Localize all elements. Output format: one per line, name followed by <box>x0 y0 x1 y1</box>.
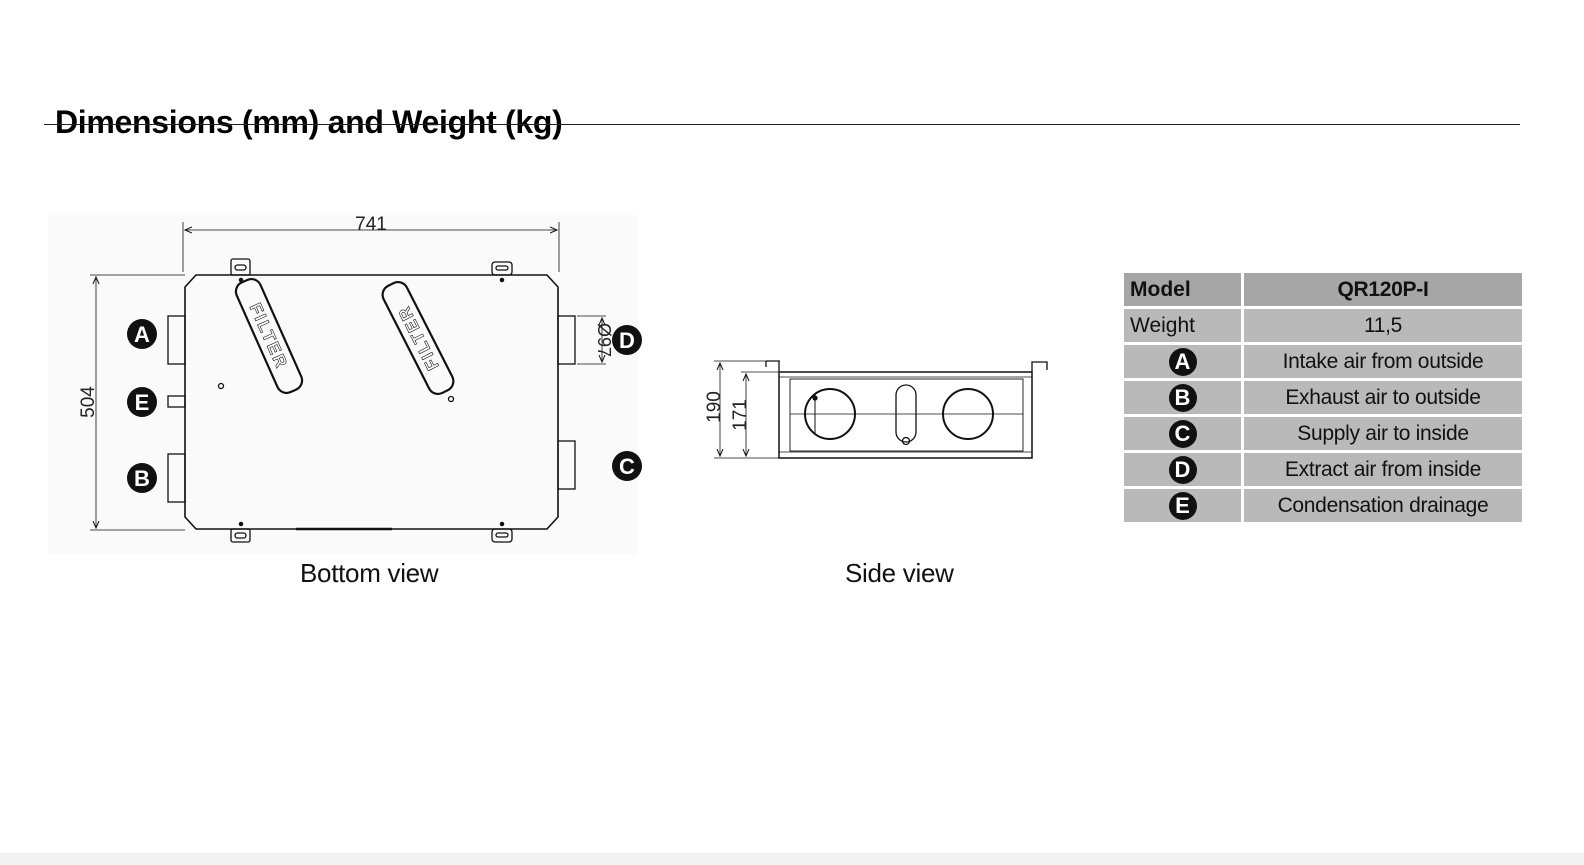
port-badge-a: A <box>1168 347 1197 376</box>
bottom-view-caption: Bottom view <box>300 558 439 588</box>
specification-table: Model QR120P-I Weight 11,5 A Intake air … <box>1121 270 1525 525</box>
side-duct-left <box>804 388 856 440</box>
weight-label: Weight <box>1121 306 1244 345</box>
weight-value: 11,5 <box>1241 306 1525 345</box>
filter-label-right: FILTER <box>394 302 443 373</box>
side-duct-right <box>942 388 994 440</box>
port-marker-a: A <box>127 319 157 349</box>
table-row-port-c: C Supply air to inside <box>1121 414 1525 453</box>
table-row-port-a: A Intake air from outside <box>1121 342 1525 381</box>
table-row-port-d: D Extract air from inside <box>1121 450 1525 489</box>
bottom-view-background <box>48 215 638 555</box>
port-badge-e: E <box>1168 491 1197 520</box>
table-row-weight: Weight 11,5 <box>1121 306 1525 345</box>
height-dimension-label: 504 <box>78 386 99 418</box>
bottom-view-drawing: FILTER FILTER <box>90 222 606 543</box>
model-value: QR120P-I <box>1241 270 1525 309</box>
port-marker-c: C <box>612 451 642 481</box>
port-letter-a: A <box>134 322 150 347</box>
filter-left: FILTER <box>234 278 304 394</box>
port-description-c: Supply air to inside <box>1241 414 1525 453</box>
width-dimension-label: 741 <box>355 214 387 235</box>
table-row-model: Model QR120P-I <box>1121 270 1525 309</box>
port-badge-d: D <box>1168 455 1197 484</box>
side-drain-slot <box>895 384 917 443</box>
page-title: Dimensions (mm) and Weight (kg) <box>55 104 563 141</box>
port-letter-d: D <box>619 328 635 353</box>
port-description-e: Condensation drainage <box>1241 486 1525 525</box>
port-letter-e: E <box>135 390 150 415</box>
port-badge-b: B <box>1168 383 1197 412</box>
side-view-caption: Side view <box>845 558 954 588</box>
model-label: Model <box>1121 270 1244 309</box>
duct-diameter-dimension <box>577 315 606 365</box>
page-bottom-band <box>0 853 1584 865</box>
title-divider <box>44 124 1520 125</box>
port-badge-c: C <box>1168 419 1197 448</box>
side-view-body <box>778 371 1033 459</box>
port-letter-c: C <box>619 454 635 479</box>
mounting-brackets <box>230 258 513 543</box>
unit-body-outline <box>184 274 559 530</box>
port-description-d: Extract air from inside <box>1241 450 1525 489</box>
filter-right: FILTER <box>381 280 455 396</box>
width-dimension-line <box>182 222 560 272</box>
duct-diameter-label: Ø97 <box>594 323 614 357</box>
port-letter-b: B <box>134 466 150 491</box>
port-marker-b: B <box>127 463 157 493</box>
side-view-drawing <box>714 360 1048 459</box>
outer-height-dimension-label: 190 <box>704 391 725 423</box>
height-dimension-line <box>90 274 185 531</box>
port-description-b: Exhaust air to outside <box>1241 378 1525 417</box>
filter-label-left: FILTER <box>246 300 292 372</box>
table-row-port-e: E Condensation drainage <box>1121 486 1525 525</box>
port-marker-e: E <box>127 387 157 417</box>
bottom-view-ports <box>167 315 576 503</box>
port-description-a: Intake air from outside <box>1241 342 1525 381</box>
inner-height-dimension-label: 171 <box>730 399 751 431</box>
port-marker-d: D <box>612 325 642 355</box>
table-row-port-b: B Exhaust air to outside <box>1121 378 1525 417</box>
